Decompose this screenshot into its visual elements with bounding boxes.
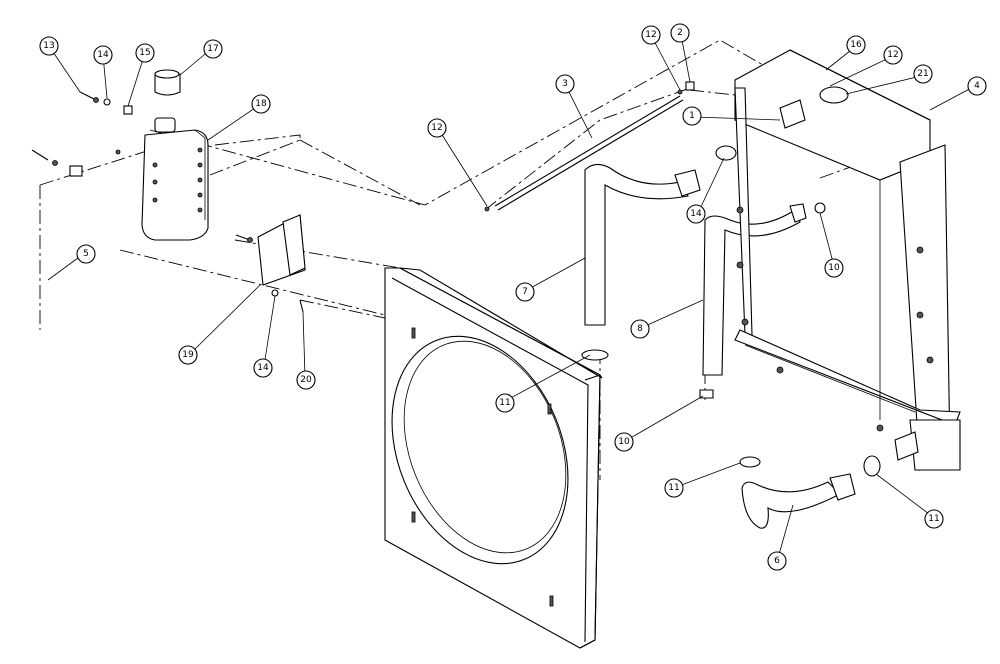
callout-11: 11	[495, 393, 515, 413]
callout-label: 12	[431, 123, 442, 133]
callout-label: 11	[668, 483, 679, 493]
callout-label: 2	[677, 28, 683, 38]
callout-label: 16	[850, 40, 862, 50]
callout-label: 12	[887, 50, 898, 60]
callout-label: 10	[828, 263, 840, 273]
callout-label: 1	[689, 111, 695, 121]
tube-rod	[484, 81, 695, 212]
callout-18: 18	[251, 94, 271, 114]
hose-clamps	[715, 145, 826, 214]
callout-11: 11	[664, 478, 684, 498]
callout-label: 18	[255, 99, 267, 109]
callout-12: 12	[427, 118, 447, 138]
callout-label: 3	[562, 79, 568, 89]
callout-label: 4	[974, 81, 980, 91]
callout-label: 11	[928, 514, 939, 524]
callout-label: 15	[139, 48, 150, 58]
callout-14: 14	[686, 204, 706, 224]
small-hardware-left	[31, 91, 133, 177]
callout-label: 12	[645, 30, 656, 40]
hose-bottom	[739, 455, 881, 529]
hose-upper	[581, 163, 701, 361]
callout-7: 7	[515, 282, 535, 302]
callout-10: 10	[614, 432, 634, 452]
leader-lines	[47, 34, 976, 559]
radiator-assembly	[734, 49, 961, 471]
callout-14: 14	[253, 358, 273, 378]
tank-cap	[154, 69, 181, 96]
callout-label: 8	[637, 324, 643, 334]
callout-13: 13	[39, 36, 59, 56]
callout-label: 6	[774, 556, 780, 566]
callout-5: 5	[76, 244, 96, 264]
callout-label: 10	[618, 437, 630, 447]
callout-label: 14	[97, 50, 109, 60]
callout-15: 15	[135, 43, 155, 63]
callout-12: 12	[641, 25, 661, 45]
callout-21: 21	[913, 64, 933, 84]
mounting-bracket	[235, 214, 306, 313]
callout-label: 14	[257, 363, 269, 373]
callout-14: 14	[93, 45, 113, 65]
callout-10: 10	[824, 258, 844, 278]
callout-8: 8	[630, 319, 650, 339]
callout-label: 17	[207, 44, 218, 54]
callout-16: 16	[846, 35, 866, 55]
callout-1: 1	[682, 106, 702, 126]
callout-label: 21	[917, 69, 928, 79]
callout-label: 13	[43, 41, 54, 51]
overflow-tank	[141, 117, 209, 241]
callout-3: 3	[555, 74, 575, 94]
callout-12: 12	[883, 45, 903, 65]
callout-4: 4	[967, 76, 987, 96]
callout-6: 6	[767, 551, 787, 571]
callout-label: 19	[182, 350, 194, 360]
callout-label: 7	[522, 287, 528, 297]
callout-17: 17	[203, 39, 223, 59]
hose-lower	[699, 203, 807, 399]
callout-19: 19	[178, 345, 198, 365]
callout-label: 11	[499, 398, 510, 408]
callout-11: 11	[924, 509, 944, 529]
fan-shroud	[384, 267, 603, 649]
callout-label: 5	[83, 249, 89, 259]
callout-20: 20	[296, 370, 316, 390]
callout-label: 14	[690, 209, 702, 219]
callout-2: 2	[670, 23, 690, 43]
callout-label: 20	[300, 375, 312, 385]
